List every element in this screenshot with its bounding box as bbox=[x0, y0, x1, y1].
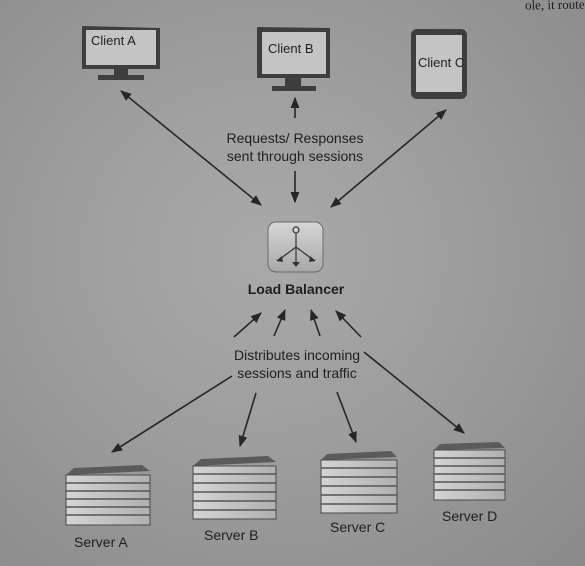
server-d-label: Server D bbox=[442, 508, 498, 524]
server-a-label: Server A bbox=[74, 534, 128, 550]
server-d-icon bbox=[433, 442, 506, 501]
client-c-label: Client C bbox=[418, 55, 465, 70]
distributes-note-line1: Distributes incoming bbox=[233, 347, 361, 363]
server-b-icon bbox=[192, 456, 277, 520]
arrow-server-d bbox=[363, 351, 465, 434]
server-c-label: Server C bbox=[330, 519, 386, 535]
client-c-tablet-icon bbox=[411, 29, 467, 99]
distributes-note: Distributes incoming sessions and traffi… bbox=[214, 346, 380, 382]
load-balancer-icon bbox=[267, 221, 324, 273]
arrow-server-c bbox=[336, 391, 357, 444]
client-a-monitor-icon bbox=[82, 26, 160, 80]
arrow-in-4 bbox=[335, 310, 362, 338]
arrow-in-2 bbox=[273, 308, 286, 337]
requests-note: Requests/ Responses sent through session… bbox=[198, 129, 392, 165]
arrow-in-3 bbox=[310, 308, 321, 337]
server-b-label: Server B bbox=[204, 527, 259, 543]
arrow-server-a bbox=[111, 375, 233, 453]
arrow-client-c bbox=[330, 109, 447, 208]
server-a-icon bbox=[65, 465, 151, 526]
requests-note-line1: Requests/ Responses bbox=[226, 130, 364, 146]
distributes-note-line2: sessions and traffic bbox=[237, 365, 357, 381]
load-balancer-label: Load Balancer bbox=[247, 281, 345, 297]
requests-note-line2: sent through sessions bbox=[226, 148, 364, 164]
arrow-in-1 bbox=[233, 312, 262, 338]
client-b-label: Client B bbox=[268, 41, 314, 56]
client-a-label: Client A bbox=[91, 33, 136, 48]
server-c-icon bbox=[320, 451, 398, 514]
arrow-client-a bbox=[120, 90, 262, 206]
arrow-server-b bbox=[238, 392, 257, 448]
client-b-monitor-icon bbox=[257, 27, 330, 91]
